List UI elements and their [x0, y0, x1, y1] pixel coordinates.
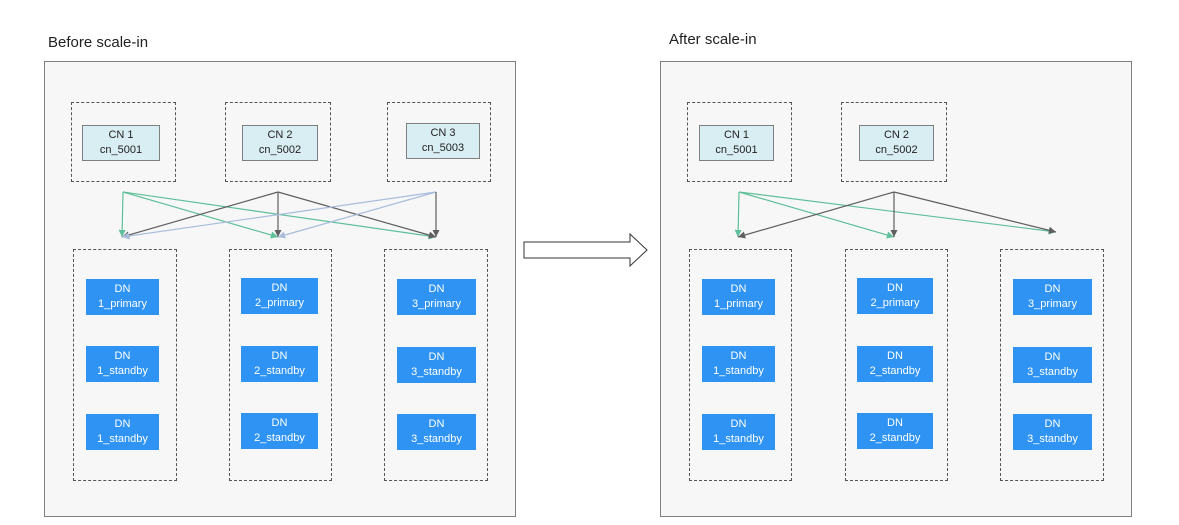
after-dn-1-2: DN 1_standby — [702, 346, 775, 382]
dn-label: DN — [428, 418, 445, 430]
before-dn-1-1: DN 1_primary — [86, 279, 159, 315]
dn-role: 2_standby — [254, 432, 305, 444]
dn-label: DN — [730, 283, 747, 295]
edge-cn2-dn1 — [737, 191, 895, 239]
cn-id: cn_5002 — [258, 144, 302, 156]
dn-role: 2_standby — [254, 365, 305, 377]
cn-id: cn_5003 — [421, 142, 465, 154]
dn-label: DN — [428, 283, 445, 295]
dn-role: 1_standby — [97, 365, 148, 377]
before-dn-group-2 — [229, 249, 332, 481]
dn-label: DN — [114, 418, 131, 430]
edge-cn3-dn1 — [121, 191, 437, 240]
before-dn-group-3 — [384, 249, 488, 481]
dn-label: DN — [1044, 283, 1061, 295]
before-dn-group-1 — [73, 249, 177, 481]
before-cn-group-3 — [387, 102, 491, 182]
before-dn-1-2: DN 1_standby — [86, 346, 159, 382]
dn-label: DN — [271, 417, 288, 429]
before-cn-3: CN 3 cn_5003 — [406, 123, 480, 159]
after-cn-group-1 — [687, 102, 792, 182]
before-dn-3-3: DN 3_standby — [397, 414, 476, 450]
dn-label: DN — [887, 282, 903, 294]
before-cn-group-1 — [71, 102, 176, 182]
before-dn-3-1: DN 3_primary — [397, 279, 476, 315]
after-cn-1: CN 1 cn_5001 — [699, 125, 774, 161]
after-dn-3-1: DN 3_primary — [1013, 279, 1092, 315]
after-title: After scale-in — [669, 31, 757, 48]
edge-cn1-dn1 — [734, 191, 742, 238]
dn-label: DN — [114, 283, 131, 295]
dn-role: 1_primary — [714, 298, 763, 310]
dn-role: 1_primary — [98, 298, 147, 310]
before-dn-3-2: DN 3_standby — [397, 347, 476, 383]
before-cn-group-2 — [225, 102, 331, 182]
before-cn-1: CN 1 cn_5001 — [82, 125, 160, 161]
edge-cn3-dn2 — [277, 191, 437, 239]
dn-role: 3_primary — [1028, 298, 1077, 310]
dn-label: DN — [428, 351, 445, 363]
dn-label: DN — [887, 350, 903, 362]
after-dn-group-1 — [689, 249, 792, 481]
dn-label: DN — [887, 417, 903, 429]
dn-role: 3_standby — [411, 433, 462, 445]
dn-role: 2_primary — [255, 297, 304, 309]
after-dn-group-3 — [1000, 249, 1104, 481]
dn-role: 2_standby — [869, 432, 921, 444]
cn-id: cn_5001 — [99, 144, 143, 156]
dn-role: 3_standby — [1027, 366, 1078, 378]
cn-name: CN 1 — [108, 129, 134, 141]
cn-id: cn_5001 — [715, 144, 758, 156]
dn-label: DN — [1044, 418, 1061, 430]
dn-label: DN — [114, 350, 131, 362]
dn-role: 2_primary — [870, 297, 920, 309]
after-cn-2: CN 2 cn_5002 — [859, 125, 934, 161]
dn-role: 2_standby — [869, 365, 921, 377]
after-dn-2-2: DN 2_standby — [857, 346, 933, 382]
dn-role: 3_standby — [1027, 433, 1078, 445]
dn-role: 1_standby — [97, 433, 148, 445]
cn-name: CN 2 — [267, 129, 293, 141]
after-dn-1-3: DN 1_standby — [702, 414, 775, 450]
dn-label: DN — [730, 350, 747, 362]
before-dn-2-3: DN 2_standby — [241, 413, 318, 449]
after-dn-2-1: DN 2_primary — [857, 278, 933, 314]
cn-name: CN 3 — [430, 127, 456, 139]
before-dn-2-2: DN 2_standby — [241, 346, 318, 382]
edge-cn2-dn3 — [893, 191, 1057, 234]
dn-label: DN — [730, 418, 747, 430]
before-cn-2: CN 2 cn_5002 — [242, 125, 318, 161]
edge-cn2-dn1 — [121, 191, 279, 239]
cn-name: CN 1 — [723, 129, 750, 141]
dn-label: DN — [1044, 351, 1061, 363]
before-title: Before scale-in — [48, 34, 149, 51]
cn-id: cn_5002 — [875, 144, 918, 156]
dn-role: 1_standby — [713, 433, 764, 445]
dn-role: 1_standby — [713, 365, 764, 377]
after-dn-group-2 — [845, 249, 948, 481]
after-dn-3-3: DN 3_standby — [1013, 414, 1092, 450]
edge-cn1-dn3 — [738, 191, 1057, 235]
after-dn-1-1: DN 1_primary — [702, 279, 775, 315]
after-dn-3-2: DN 3_standby — [1013, 347, 1092, 383]
dn-role: 3_standby — [411, 366, 462, 378]
dn-label: DN — [271, 350, 288, 362]
after-dn-2-3: DN 2_standby — [857, 413, 933, 449]
before-dn-1-3: DN 1_standby — [86, 414, 159, 450]
cn-name: CN 2 — [883, 129, 910, 141]
dn-role: 3_primary — [412, 298, 461, 310]
dn-label: DN — [271, 282, 288, 294]
edge-cn1-dn1 — [118, 191, 126, 238]
before-dn-2-1: DN 2_primary — [241, 278, 318, 314]
after-cn-group-2 — [841, 102, 947, 182]
